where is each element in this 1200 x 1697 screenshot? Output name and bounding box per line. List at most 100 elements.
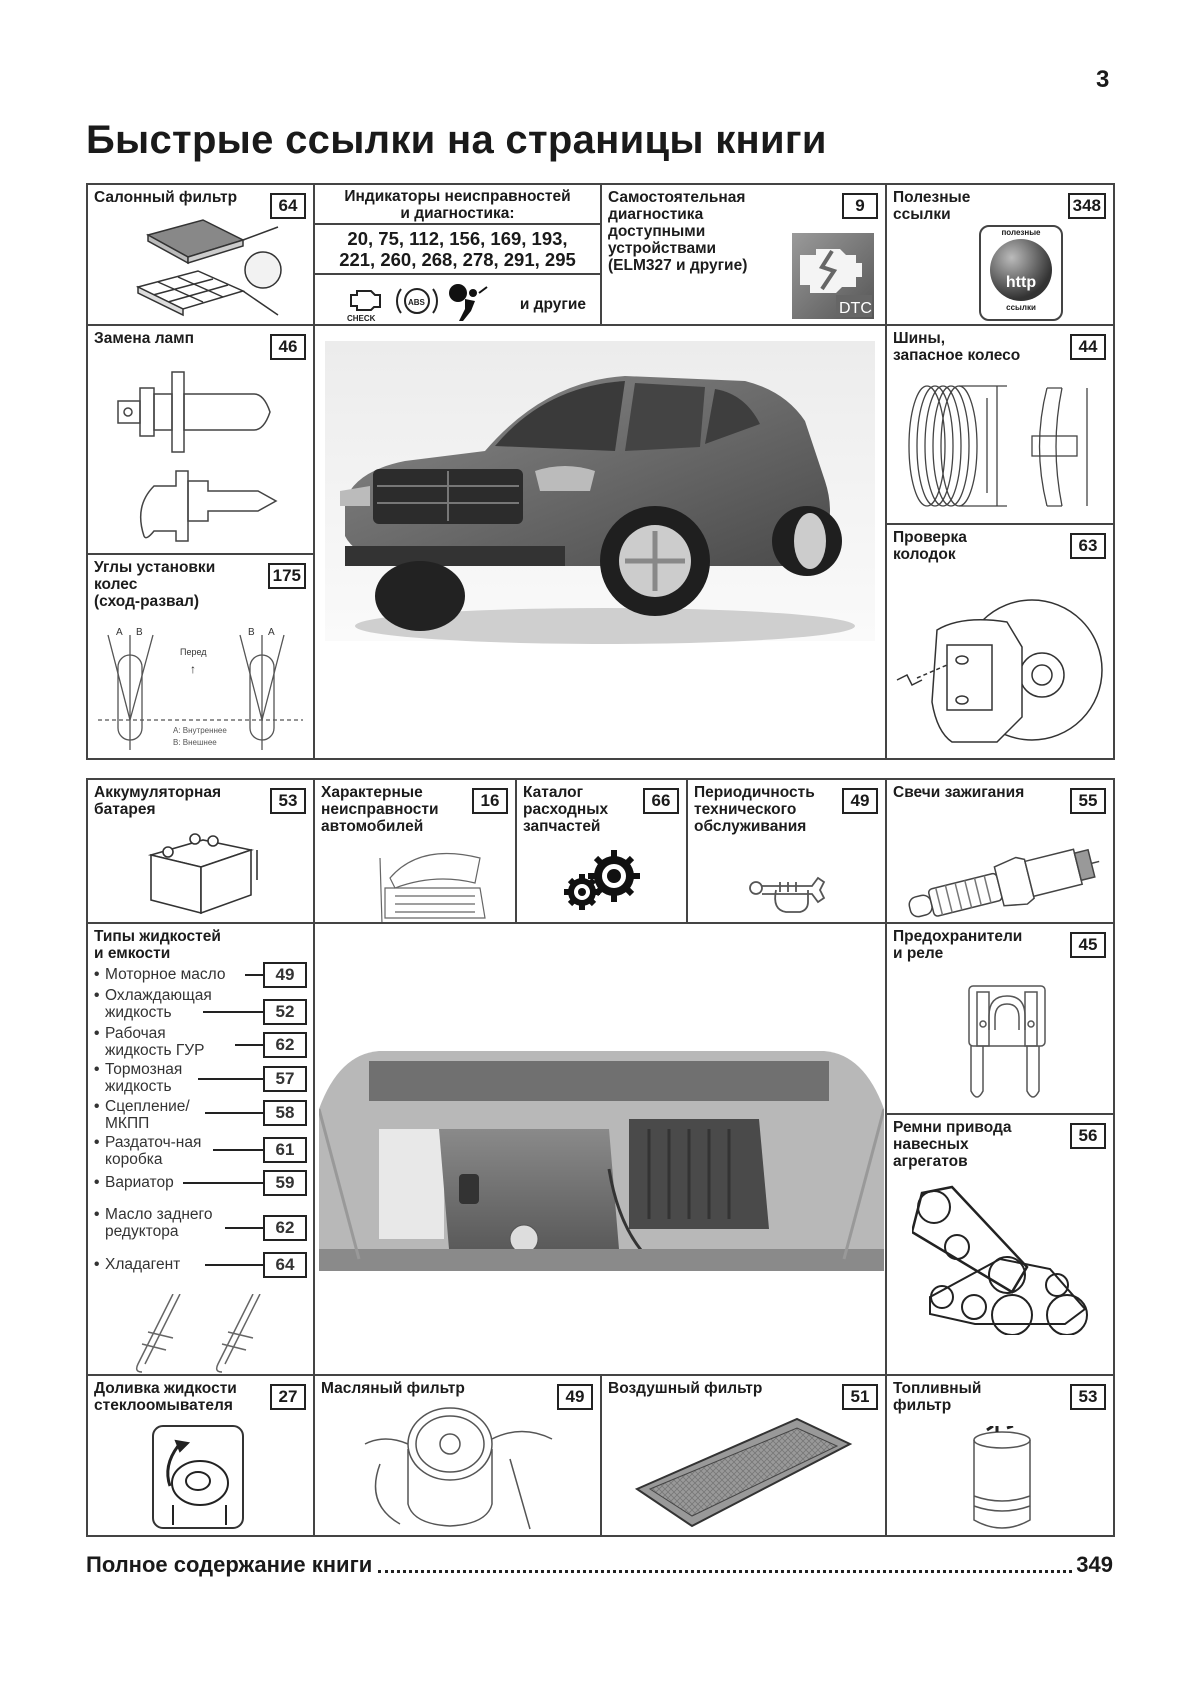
fluid-page-link[interactable]: 52: [263, 999, 307, 1025]
catalog-cell[interactable]: Каталог расходных запчастей 66: [515, 778, 688, 924]
fluid-item[interactable]: •Охлаждающая жидкость 52: [94, 987, 307, 1025]
belts-label: Ремни привода навесных агрегатов: [893, 1119, 1012, 1170]
svg-text:A: Внутреннее: A: Внутреннее: [173, 726, 227, 735]
spark-plug-icon: [908, 848, 1100, 918]
svg-text:B: Внешнее: B: Внешнее: [173, 738, 217, 747]
belts-cell[interactable]: Ремни привода навесных агрегатов 56: [885, 1113, 1115, 1376]
svg-text:Перед: Перед: [180, 647, 207, 657]
gears-icon: [564, 850, 640, 910]
tires-cell[interactable]: Шины, запасное колесо 44: [885, 324, 1115, 525]
diagnostics-label-line1: Индикаторы неисправностей: [344, 188, 571, 205]
svg-text:↑: ↑: [190, 662, 196, 676]
fluid-page-link[interactable]: 49: [263, 962, 307, 988]
spark-plugs-page-link[interactable]: 55: [1070, 788, 1106, 814]
maintenance-page-link[interactable]: 49: [842, 788, 878, 814]
maintenance-cell[interactable]: Периодичность технического обслуживания …: [686, 778, 887, 924]
fuses-page-link[interactable]: 45: [1070, 932, 1106, 958]
battery-icon: [147, 833, 258, 915]
tire-dimensions-icon: [908, 385, 1088, 507]
washer-fluid-page-link[interactable]: 27: [270, 1384, 306, 1410]
fluid-item[interactable]: •Рабочая жидкость ГУР 62: [94, 1025, 307, 1061]
fluid-item[interactable]: •Сцепление/ МКПП 58: [94, 1098, 307, 1134]
faults-page-link[interactable]: 16: [472, 788, 508, 814]
tires-label: Шины, запасное колесо: [893, 330, 1021, 364]
useful-links-cell[interactable]: Полезные ссылки 348 полезные http ссылки: [885, 183, 1115, 326]
air-filter-icon: [634, 1417, 853, 1528]
fluid-item[interactable]: •Масло заднего редуктора 62: [94, 1206, 307, 1242]
catalog-page-link[interactable]: 66: [643, 788, 679, 814]
wrench-hand-icon: [749, 876, 826, 913]
battery-cell[interactable]: Аккумуляторная батарея 53: [86, 778, 315, 924]
cabin-filter-label: Салонный фильтр: [94, 189, 238, 206]
fluid-item[interactable]: •Хладагент 64: [94, 1252, 307, 1284]
lamps-page-link[interactable]: 46: [270, 334, 306, 360]
fluid-item[interactable]: •Раздаточ-ная коробка 61: [94, 1134, 307, 1170]
fluids-cell: Типы жидкостей и емкости •Моторное масло…: [86, 922, 315, 1376]
full-contents-page[interactable]: 349: [1076, 1552, 1113, 1577]
fluid-page-link[interactable]: 59: [263, 1170, 307, 1196]
fuel-filter-cell[interactable]: Топливный фильтр 53: [885, 1374, 1115, 1537]
wheel-alignment-page-link[interactable]: 175: [267, 563, 306, 589]
spark-plugs-label: Свечи зажигания: [893, 784, 1025, 801]
svg-text:A: A: [116, 627, 123, 638]
self-diagnostics-page-link[interactable]: 9: [842, 193, 878, 219]
brake-pads-label: Проверка колодок: [893, 529, 967, 563]
warning-icons: CHECK ABS: [347, 284, 488, 323]
svg-text:B: B: [136, 627, 143, 638]
maintenance-label: Периодичность технического обслуживания: [694, 784, 815, 835]
faults-label: Характерные неисправности автомобилей: [321, 784, 439, 835]
battery-page-link[interactable]: 53: [270, 788, 306, 814]
full-contents-link[interactable]: Полное содержание книги 349: [86, 1552, 1113, 1578]
fluid-item[interactable]: •Тормозная жидкость 57: [94, 1061, 307, 1097]
abs-icon: ABS: [396, 288, 438, 314]
oil-filter-cell[interactable]: Масляный фильтр 49: [313, 1374, 602, 1537]
fluid-page-link[interactable]: 62: [263, 1032, 307, 1058]
fluid-page-link[interactable]: 62: [263, 1215, 307, 1241]
full-contents-label: Полное содержание книги: [86, 1552, 373, 1577]
spark-plugs-cell[interactable]: Свечи зажигания 55: [885, 778, 1115, 924]
tires-page-link[interactable]: 44: [1070, 334, 1106, 360]
washer-fluid-cell[interactable]: Доливка жидкости стеклоомывателя 27: [86, 1374, 315, 1537]
fluid-item[interactable]: •Моторное масло 49: [94, 962, 307, 996]
diagnostics-label-line2: и диагностика:: [400, 205, 515, 222]
car-photo-cell: [313, 324, 887, 760]
fuses-cell[interactable]: Предохранители и реле 45: [885, 922, 1115, 1115]
diagnostics-cell: Индикаторы неисправностей и диагностика:…: [313, 183, 602, 326]
fuse-icon: [968, 985, 1046, 1098]
diagnostics-pages-line1[interactable]: 20, 75, 112, 156, 169, 193,: [347, 228, 568, 249]
brake-pads-page-link[interactable]: 63: [1070, 533, 1106, 559]
lamps-cell[interactable]: Замена ламп 46: [86, 324, 315, 555]
fluids-label: Типы жидкостей и емкости: [94, 928, 221, 962]
wheel-alignment-cell[interactable]: Углы установки колес (сход-развал) 175 A…: [86, 553, 315, 760]
headlamp-bulb-icon: [117, 371, 278, 542]
useful-links-page-link[interactable]: 348: [1067, 193, 1106, 219]
diagnostics-pages-line2[interactable]: 221, 260, 268, 278, 291, 295: [339, 249, 576, 270]
air-filter-page-link[interactable]: 51: [842, 1384, 878, 1410]
fluid-page-link[interactable]: 58: [263, 1100, 307, 1126]
faults-cell[interactable]: Характерные неисправности автомобилей 16: [313, 778, 517, 924]
cabin-filter-page-link[interactable]: 64: [270, 193, 306, 219]
fluid-page-link[interactable]: 57: [263, 1066, 307, 1092]
self-diagnostics-label: Самостоятельная диагностика доступными у…: [608, 189, 748, 274]
belts-page-link[interactable]: 56: [1070, 1123, 1106, 1149]
svg-text:A: A: [268, 627, 275, 638]
diagnostics-other: и другие: [519, 296, 586, 313]
brake-pads-cell[interactable]: Проверка колодок 63: [885, 523, 1115, 760]
wheel-alignment-diagram: A B B A Перед ↑ A: Внутреннее B: Внешнее: [98, 627, 303, 750]
fuel-filter-page-link[interactable]: 53: [1070, 1384, 1106, 1410]
engine-bay-photo-cell: [313, 922, 887, 1376]
self-diagnostics-cell[interactable]: Самостоятельная диагностика доступными у…: [600, 183, 887, 326]
battery-label: Аккумуляторная батарея: [94, 784, 222, 818]
diagnostics-page-list[interactable]: 20, 75, 112, 156, 169, 193, 221, 260, 26…: [315, 225, 600, 275]
oil-filter-icon: [364, 1407, 553, 1530]
air-filter-cell[interactable]: Воздушный фильтр 51: [600, 1374, 887, 1537]
fluid-item[interactable]: •Вариатор 59: [94, 1170, 307, 1202]
check-engine-icon: CHECK: [347, 290, 381, 323]
fluid-page-link[interactable]: 61: [263, 1137, 307, 1163]
airbag-icon: [449, 284, 488, 321]
cabin-filter-cell[interactable]: Салонный фильтр 64: [86, 183, 315, 326]
oil-filter-page-link[interactable]: 49: [557, 1384, 593, 1410]
http-globe-icon: полезные http ссылки: [979, 225, 1063, 321]
fluid-page-link[interactable]: 64: [263, 1252, 307, 1278]
car-hood-sketch-icon: [379, 852, 486, 922]
